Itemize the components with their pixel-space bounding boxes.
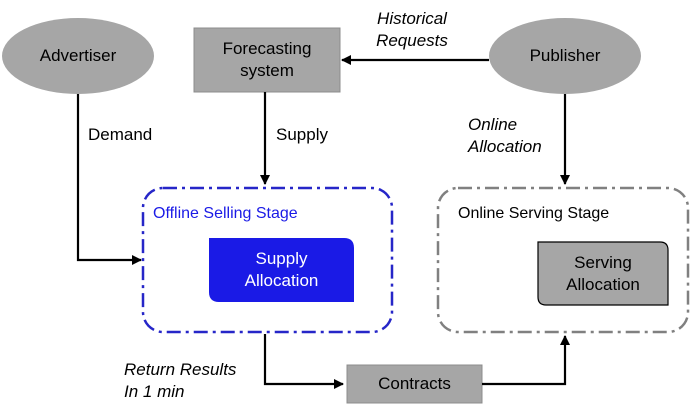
publisher-label: Publisher xyxy=(529,46,601,65)
supply-label: Supply xyxy=(276,125,328,144)
contracts-to-online-arrow xyxy=(482,335,570,386)
return-results-arrow xyxy=(263,334,344,389)
forecasting-system-node xyxy=(193,27,341,93)
online-stage-title: Online Serving Stage xyxy=(458,205,610,222)
supply-allocation-label: Supply Allocation xyxy=(244,249,319,290)
advertiser-node xyxy=(2,18,154,94)
offline-stage-container xyxy=(141,186,394,334)
advertiser-label: Advertiser xyxy=(39,46,117,65)
offline-stage-title: Offline Selling Stage xyxy=(153,205,298,222)
demand-arrow xyxy=(76,94,142,265)
serving-allocation-label: Serving Allocation xyxy=(566,252,640,294)
supply-allocation-node xyxy=(209,238,354,302)
demand-label: Demand xyxy=(88,125,153,144)
historical-requests-label: Historical Requests xyxy=(376,9,448,50)
serving-allocation-node xyxy=(537,241,669,306)
publisher-node xyxy=(489,18,641,94)
contracts-label: Contracts xyxy=(378,374,451,393)
forecasting-system-label: Forecasting system xyxy=(222,39,312,80)
online-allocation-label: Online Allocation xyxy=(468,115,542,156)
return-results-label: Return Results In 1 min xyxy=(124,360,237,401)
online-stage-container xyxy=(436,186,690,334)
